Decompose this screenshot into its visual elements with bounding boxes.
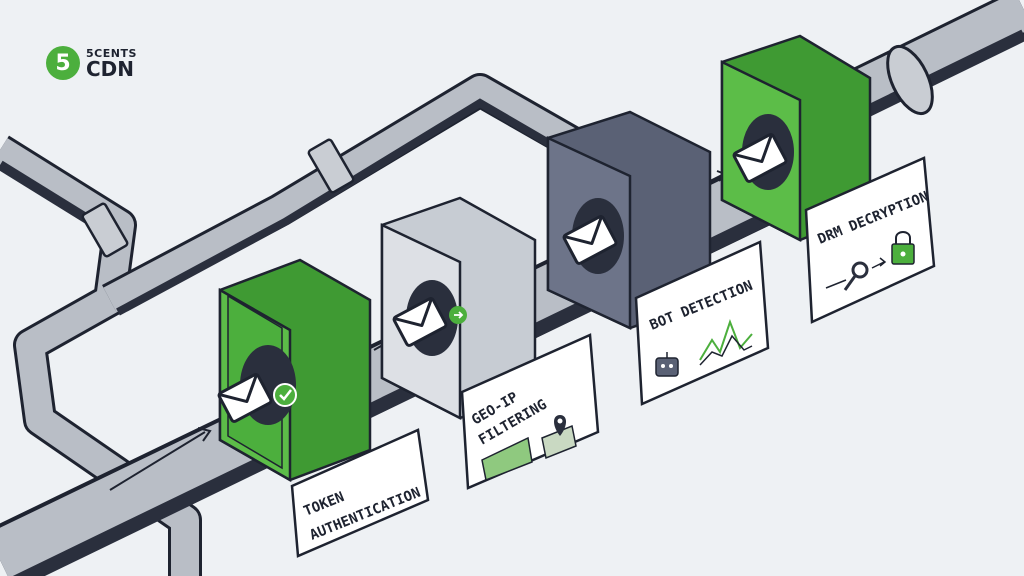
map-icon <box>481 436 533 482</box>
key-lock-icon <box>825 231 915 291</box>
label-card-bot: BOT DETECTION <box>634 240 770 406</box>
logo-badge-icon: 5 <box>46 46 80 80</box>
traffic-graph-icon <box>699 319 753 366</box>
stage-drm-decryption: DRM DECRYPTION <box>720 34 936 324</box>
stage-geo-ip-filtering: GEO-IP FILTERING <box>380 196 600 490</box>
map-pin-icon <box>541 415 577 460</box>
check-badge-icon <box>273 383 297 407</box>
stage-token-authentication: TOKEN AUTHENTICATION <box>216 258 430 558</box>
label-card-geo: GEO-IP FILTERING <box>460 333 600 490</box>
robot-icon <box>655 352 679 377</box>
brand-logo: 5 5CENTS CDN <box>46 46 137 80</box>
gate-green-1 <box>218 258 372 483</box>
label-card-drm: DRM DECRYPTION <box>804 156 936 324</box>
stage-bot-detection: BOT DETECTION <box>546 110 770 406</box>
logo-bottom-text: CDN <box>86 56 135 81</box>
arrow-badge-icon <box>449 306 467 324</box>
logo-top-text: 5CENTS <box>86 46 137 60</box>
logo-wordmark: 5CENTS CDN <box>86 48 137 79</box>
